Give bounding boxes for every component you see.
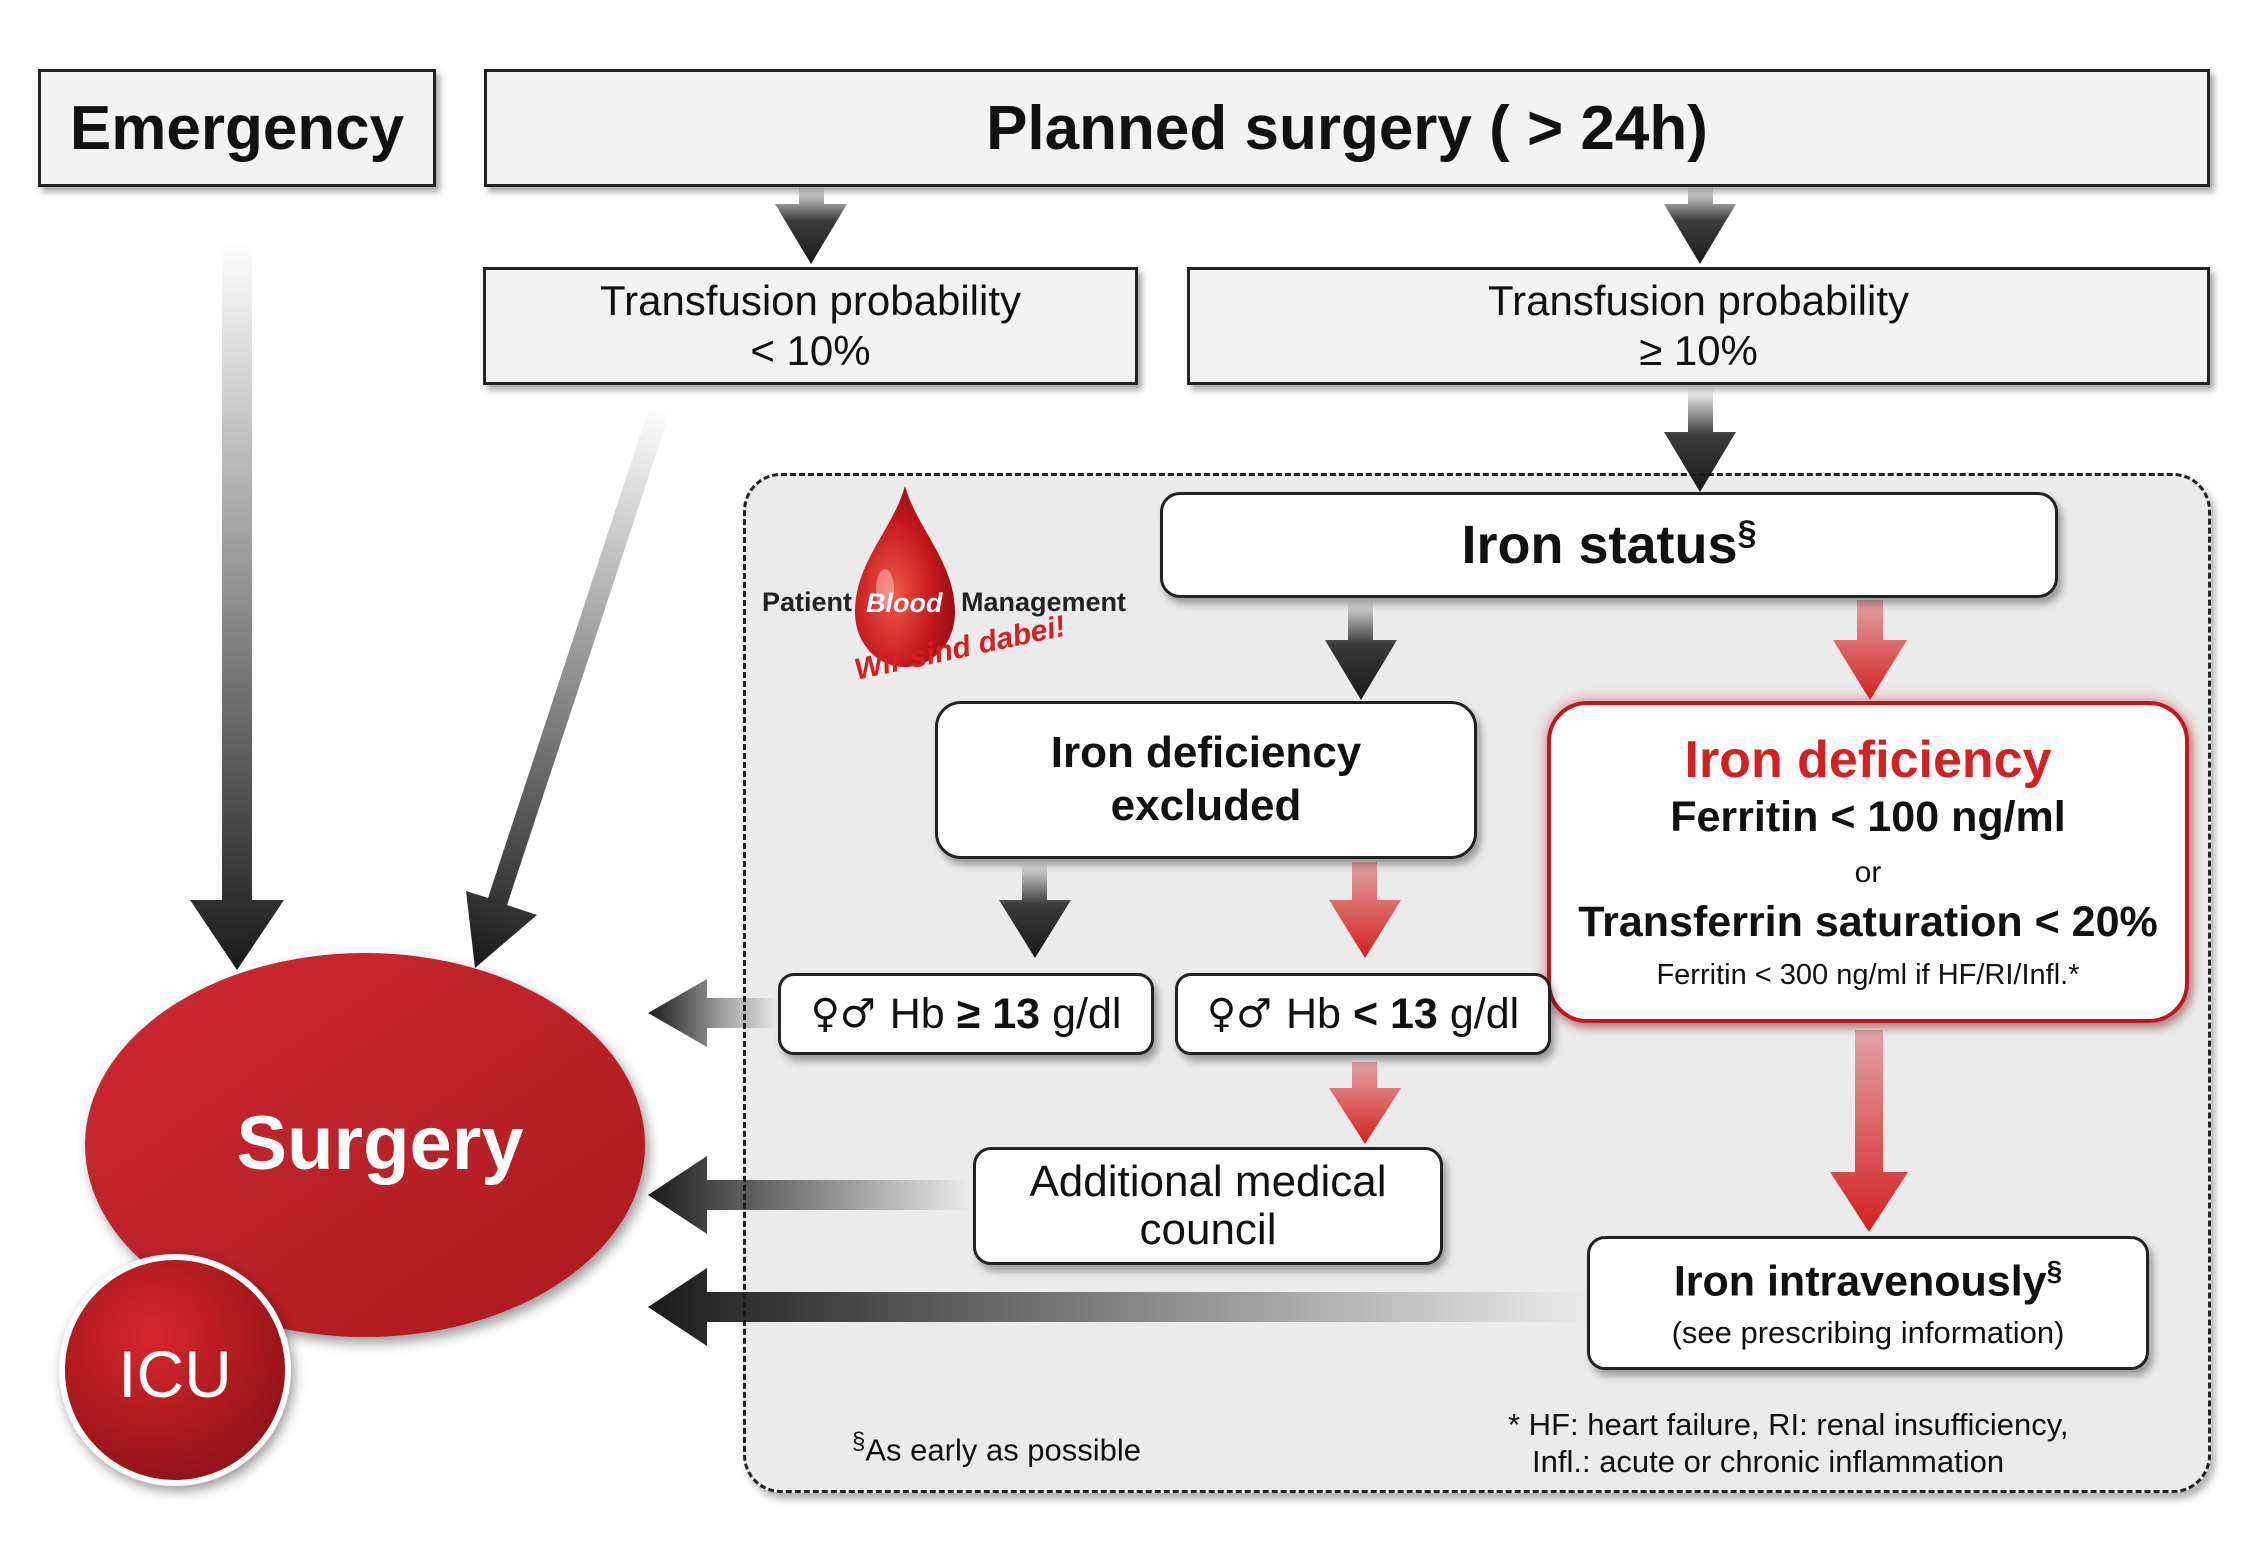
arrow-status-to-excluded — [1325, 600, 1397, 700]
hb-high-comparator: ≥ 13 — [956, 989, 1041, 1038]
footnote-early-text: As early as possible — [865, 1432, 1142, 1468]
hb-high-unit: g/dl — [1052, 989, 1122, 1038]
icu-label: ICU — [118, 1337, 232, 1411]
hb-low-box: ♀♂ Hb < 13 g/dl — [1175, 973, 1551, 1055]
additional-council-line1: Additional medical — [1029, 1157, 1387, 1207]
logo-blood: Blood — [866, 588, 943, 618]
transfusion-low-line1: Transfusion probability — [600, 277, 1021, 325]
arrow-status-to-deficiency — [1833, 600, 1907, 700]
iron-deficiency-transferrin: Transferrin saturation < 20% — [1578, 898, 2158, 947]
hb-low-unit: g/dl — [1449, 989, 1520, 1038]
arrow-emergency-to-surgery — [190, 240, 284, 970]
iron-def-excluded-line2: excluded — [1110, 781, 1302, 830]
arrow-excluded-to-hb-low — [1329, 862, 1401, 958]
footnote-abbrev-line2: Infl.: acute or chronic inflammation — [1532, 1444, 2005, 1480]
iron-iv-note: (see prescribing information) — [1671, 1314, 2065, 1350]
hb-high-box: ♀♂ Hb ≥ 13 g/dl — [778, 973, 1154, 1055]
footnote-abbrev-line1: * HF: heart failure, RI: renal insuffici… — [1508, 1407, 2069, 1442]
hb-low-comparator: < 13 — [1352, 989, 1438, 1038]
iron-status-box: Iron status§ — [1160, 492, 2058, 598]
surgery-ellipse — [85, 953, 645, 1337]
iron-status-text: Iron status — [1461, 515, 1738, 575]
arrow-hb-high-to-surgery — [648, 979, 778, 1047]
transfusion-high-line1: Transfusion probability — [1488, 277, 1909, 325]
icu-circle — [59, 1254, 291, 1486]
arrow-planned-to-low — [775, 185, 847, 264]
iron-iv-box: Iron intravenously§ (see prescribing inf… — [1587, 1236, 2149, 1370]
emergency-label: Emergency — [69, 93, 405, 163]
iron-status-mark: § — [1737, 514, 1757, 552]
female-male-icon: ♀♂ — [1206, 991, 1272, 1037]
arrow-high-to-iron-status — [1664, 388, 1736, 492]
hb-low-hb: Hb — [1285, 989, 1341, 1038]
transfusion-high-box: Transfusion probability ≥ 10% — [1187, 267, 2210, 385]
iron-iv-text: Iron intravenously — [1673, 1257, 2047, 1306]
arrow-council-to-surgery — [648, 1156, 970, 1234]
iron-deficiency-box: Iron deficiency Ferritin < 100 ng/ml or … — [1547, 701, 2189, 1023]
iron-def-excluded-box: Iron deficiency excluded — [935, 701, 1477, 859]
arrow-planned-to-high — [1664, 185, 1736, 264]
iron-deficiency-ferritin: Ferritin < 100 ng/ml — [1670, 793, 2066, 842]
blood-drop-icon — [855, 486, 955, 667]
hb-high-hb: Hb — [889, 989, 945, 1038]
arrow-low-to-surgery — [466, 405, 670, 968]
iron-iv-mark: § — [2046, 1255, 2063, 1287]
pbm-logo: Patient Blood Management Wir sind dabei! — [755, 484, 1155, 714]
additional-council-line2: council — [1139, 1205, 1277, 1254]
transfusion-low-box: Transfusion probability < 10% — [483, 267, 1138, 385]
emergency-box: Emergency — [38, 69, 436, 187]
iron-status-label: Iron status§ — [1462, 514, 1757, 576]
logo-patient: Patient — [762, 587, 853, 617]
female-male-icon: ♀♂ — [810, 991, 876, 1037]
transfusion-high-line2: ≥ 10% — [1639, 327, 1758, 374]
arrow-iv-to-surgery — [648, 1268, 1588, 1346]
arrow-hb-low-to-council — [1329, 1062, 1401, 1144]
arrow-excluded-to-hb-high — [999, 862, 1071, 958]
footnote-abbrev: * HF: heart failure, RI: renal insuffici… — [1508, 1406, 2069, 1480]
iron-iv-title: Iron intravenously§ — [1674, 1255, 2062, 1306]
planned-surgery-label: Planned surgery ( > 24h) — [986, 93, 1708, 163]
iron-deficiency-or: or — [1854, 856, 1882, 890]
iron-def-excluded-line1: Iron deficiency — [1050, 728, 1362, 778]
footnote-early-mark: § — [852, 1428, 866, 1455]
logo-management: Management — [961, 587, 1127, 617]
footnote-early: §As early as possible — [852, 1428, 1141, 1468]
surgery-label: Surgery — [236, 1101, 524, 1186]
arrow-deficiency-to-iv — [1830, 1030, 1908, 1232]
additional-council-box: Additional medical council — [973, 1147, 1443, 1265]
transfusion-low-line2: < 10% — [750, 327, 871, 374]
iron-deficiency-note: Ferritin < 300 ng/ml if HF/RI/Infl.* — [1656, 959, 2080, 992]
iron-deficiency-title: Iron deficiency — [1684, 730, 2052, 789]
planned-surgery-box: Planned surgery ( > 24h) — [484, 69, 2210, 187]
